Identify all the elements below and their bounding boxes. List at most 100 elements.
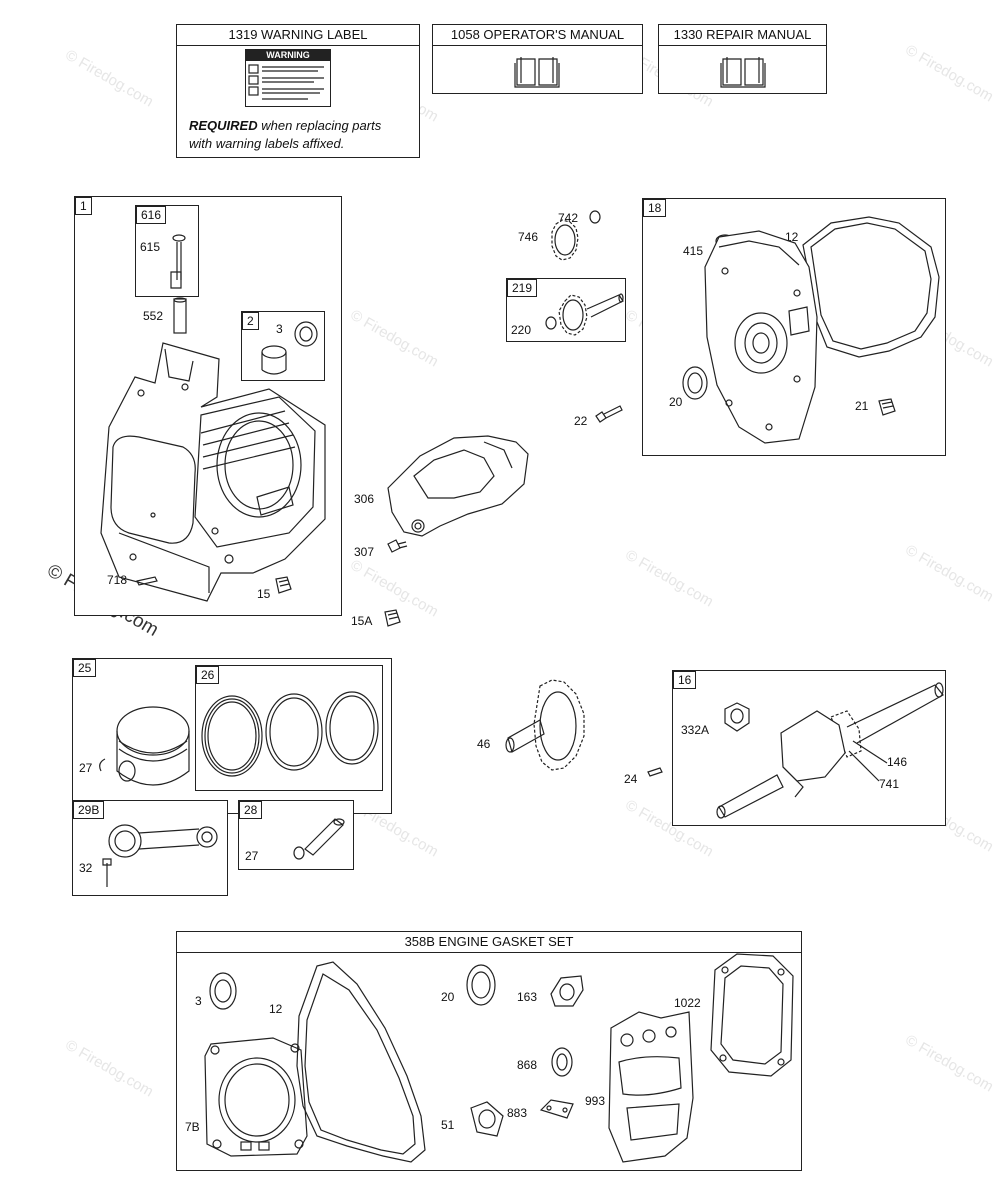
watermark: © Firedog.com	[902, 541, 997, 606]
part-number: 746	[518, 230, 539, 244]
connecting-rod-drawing	[102, 824, 218, 887]
part-number: 21	[855, 399, 869, 413]
gasket-drawing	[470, 1101, 504, 1137]
watermark: © Firedog.com	[902, 41, 997, 106]
drain-plug-drawing	[878, 398, 896, 416]
part-number: 868	[517, 1058, 538, 1072]
part-number: 718	[107, 573, 128, 587]
retainer-drawing	[589, 210, 601, 224]
assembly-tag: 28	[239, 801, 263, 819]
crankshaft-assembly-box: 16 332A 146 741	[672, 670, 946, 826]
book-icon	[514, 57, 560, 88]
assembly-tag: 29B	[73, 801, 105, 819]
part-number: 3	[195, 994, 202, 1008]
gear-assembly-box: 219 220	[506, 278, 626, 342]
part-number: 163	[517, 990, 538, 1004]
assembly-tag: 2	[242, 312, 259, 330]
gasket-set-box: 358B ENGINE GASKET SET 3 12 7B 20 163 86…	[176, 931, 802, 1171]
watermark: © Firedog.com	[62, 1036, 157, 1101]
part-number: 7B	[185, 1120, 200, 1134]
warning-label-box: 1319 WARNING LABEL WARNING REQUIRED when…	[176, 24, 420, 158]
blower-housing-drawing	[387, 435, 529, 537]
part-number: 27	[245, 849, 259, 863]
watermark: © Firedog.com	[622, 546, 717, 611]
warning-label-title: 1319 WARNING LABEL	[177, 25, 419, 46]
breather-subassembly-box: 616 615	[135, 205, 199, 297]
warning-sticker-graphic	[248, 64, 324, 100]
assembly-tag: 18	[643, 199, 667, 217]
gasket-set-title: 358B ENGINE GASKET SET	[177, 932, 801, 953]
part-number: 307	[354, 545, 375, 559]
gasket-drawing	[539, 1099, 574, 1119]
warning-sticker: WARNING	[245, 49, 331, 107]
head-gasket-drawing	[204, 1037, 308, 1157]
pin-drawing	[136, 576, 158, 586]
engine-block-drawing	[100, 342, 326, 602]
piston-rings-subassembly-box: 26	[195, 665, 383, 791]
piston-drawing	[99, 706, 190, 786]
seal-drawing	[209, 972, 237, 1010]
valve-cover-gasket-drawing	[608, 1011, 694, 1163]
camshaft-drawing	[505, 679, 585, 771]
watermark: © Firedog.com	[902, 1031, 997, 1096]
operators-manual-title: 1058 OPERATOR'S MANUAL	[433, 25, 642, 46]
warning-note-line2: with warning labels affixed.	[189, 136, 345, 151]
cylinder-assembly-box: 1 616 615 552 2 3 718 1	[74, 196, 342, 616]
part-number: 741	[879, 777, 900, 791]
washer-drawing	[551, 1047, 573, 1077]
part-number: 883	[507, 1106, 528, 1120]
part-number: 27	[79, 761, 93, 775]
part-number: 32	[79, 861, 93, 875]
connecting-rod-assembly-box: 29B 32	[72, 800, 228, 896]
warning-note-required: REQUIRED	[189, 118, 258, 133]
repair-manual-title: 1330 REPAIR MANUAL	[659, 25, 826, 46]
seal-drawing	[466, 964, 496, 1006]
watermark: © Firedog.com	[347, 306, 442, 371]
part-number: 415	[683, 244, 704, 258]
plug-drawing	[275, 576, 292, 594]
part-number: 742	[558, 211, 579, 225]
part-number: 12	[269, 1002, 283, 1016]
part-number: 552	[143, 309, 164, 323]
part-number: 51	[441, 1118, 455, 1132]
crank-nut-drawing	[724, 702, 750, 732]
part-number: 615	[140, 240, 161, 254]
breather-tube-drawing	[170, 234, 186, 289]
piston-pin-assembly-box: 28 27	[238, 800, 354, 870]
watermark: © Firedog.com	[62, 46, 157, 111]
assembly-tag: 1	[75, 197, 92, 215]
part-number: 3	[276, 322, 283, 336]
assembly-tag: 25	[73, 659, 97, 677]
part-number: 220	[511, 323, 532, 337]
plug-drawing	[384, 609, 401, 627]
key-drawing	[647, 767, 663, 777]
piston-pin-drawing	[293, 818, 345, 860]
piston-rings-drawing	[201, 691, 379, 777]
assembly-tag: 16	[673, 671, 697, 689]
part-number: 306	[354, 492, 375, 506]
assembly-tag: 26	[196, 666, 220, 684]
gasket-drawing	[550, 975, 584, 1007]
part-number: 24	[624, 772, 638, 786]
cylinder-sleeve-subassembly-box: 2 3	[241, 311, 325, 381]
part-number: 1022	[674, 996, 701, 1010]
assembly-tag: 219	[507, 279, 538, 297]
gasket-drawing	[710, 953, 794, 1077]
part-number: 46	[477, 737, 491, 751]
crankcase-cover-drawing	[704, 216, 940, 444]
part-number: 332A	[681, 723, 710, 737]
piston-assembly-box: 25 27 26	[72, 658, 392, 814]
oil-seal-drawing	[682, 366, 708, 400]
warning-note-text: when replacing parts	[257, 118, 382, 133]
book-icon	[720, 57, 766, 88]
gear-shaft-drawing	[545, 293, 624, 336]
part-number: 20	[669, 395, 683, 409]
part-number: 15A	[351, 614, 373, 628]
part-number: 20	[441, 990, 455, 1004]
part-number: 22	[574, 414, 588, 428]
sump-assembly-box: 18 415 12 20 21	[642, 198, 946, 456]
warning-sticker-heading: WARNING	[246, 50, 330, 61]
part-number: 15	[257, 587, 271, 601]
assembly-tag: 616	[136, 206, 167, 224]
repair-manual-box: 1330 REPAIR MANUAL	[658, 24, 827, 94]
